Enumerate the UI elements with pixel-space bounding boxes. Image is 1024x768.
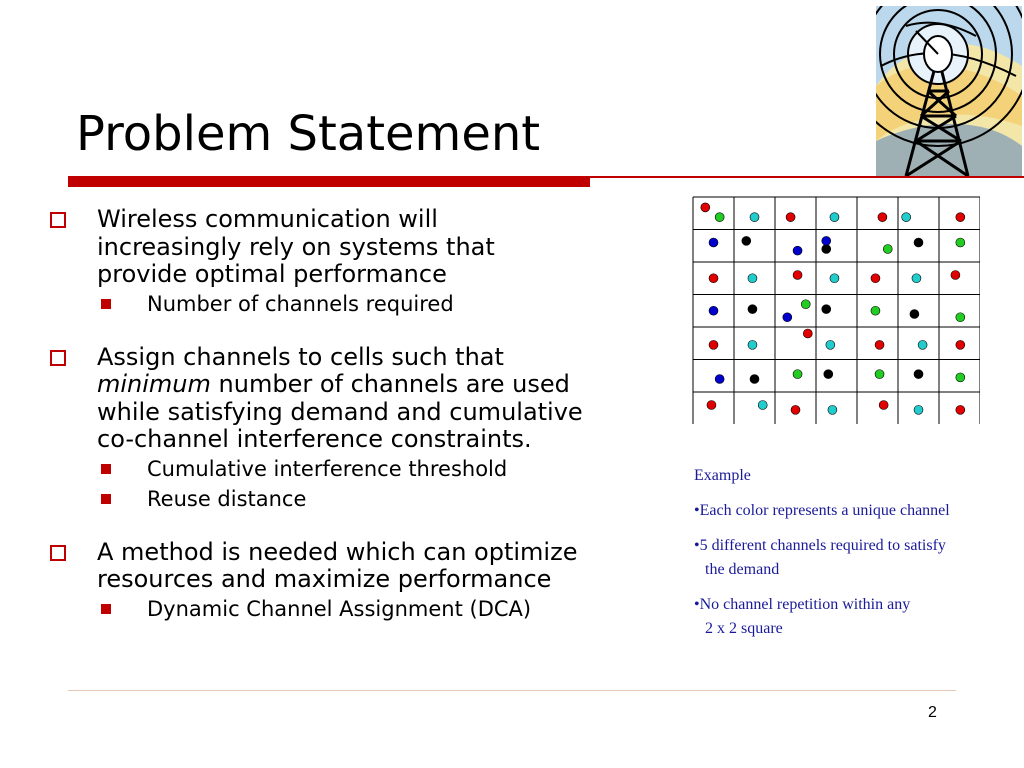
- channel-dot-g: [955, 237, 966, 248]
- bullet-2-line-1: Assign channels to cells such that: [97, 342, 504, 371]
- channel-dot-c: [829, 273, 840, 284]
- channel-dot-k: [747, 304, 758, 314]
- page-number: 2: [928, 704, 937, 721]
- bullet-3-line-1: A method is needed which can optimize: [97, 537, 578, 566]
- example-item-2: •5 different channels required to satisf…: [694, 537, 946, 578]
- channel-dot-r: [877, 212, 888, 222]
- footer-divider: [68, 690, 956, 691]
- channel-dot-k: [913, 237, 924, 248]
- channel-grid-svg: [692, 196, 981, 425]
- channel-dot-c: [913, 405, 924, 415]
- channel-dot-b: [782, 312, 793, 323]
- slide-title: Problem Statement: [76, 106, 541, 162]
- channel-dot-c: [827, 405, 838, 415]
- bullet-1: Wireless communication will increasingly…: [46, 205, 686, 289]
- channel-dot-r: [950, 270, 961, 280]
- channel-dot-b: [708, 237, 719, 248]
- channel-dot-g: [874, 369, 885, 379]
- channel-dot-b: [714, 374, 725, 384]
- channel-dot-c: [747, 340, 758, 350]
- radio-tower-icon: [876, 6, 1022, 176]
- channel-dot-c: [757, 400, 768, 410]
- channel-dot-r: [785, 212, 796, 222]
- channel-dot-r: [955, 340, 966, 350]
- channel-dot-r: [700, 202, 711, 213]
- example-heading: Example: [694, 467, 751, 484]
- title-underline-thin: [590, 176, 1024, 178]
- channel-dot-k: [823, 369, 834, 379]
- bullet-list: Wireless communication will increasingly…: [46, 205, 686, 624]
- sub-bullet-3-1: Dynamic Channel Assignment (DCA): [46, 594, 686, 624]
- bullet-2-line-3: while satisfying demand and cumulative: [97, 397, 583, 426]
- filled-square-bullet-icon: [101, 603, 111, 614]
- channel-dot-k: [821, 244, 832, 254]
- bullet-3: A method is needed which can optimize re…: [46, 537, 686, 594]
- filled-square-bullet-icon: [101, 493, 111, 504]
- title-underline-thick: [68, 176, 590, 187]
- channel-dot-c: [901, 212, 911, 222]
- channel-dot-k: [741, 236, 752, 246]
- channel-dot-r: [708, 273, 719, 284]
- channel-dot-k: [913, 369, 924, 379]
- channel-dot-k: [821, 304, 832, 314]
- channel-dot-c: [917, 340, 928, 350]
- bullet-1-line-1: Wireless communication will: [97, 205, 438, 233]
- channel-dot-b: [708, 305, 719, 316]
- channel-grid: [690, 196, 981, 425]
- channel-dot-g: [955, 372, 966, 383]
- channel-dot-g: [882, 244, 893, 254]
- hollow-square-bullet-icon: [50, 544, 66, 561]
- bullet-2: Assign channels to cells such that minim…: [46, 342, 686, 454]
- channel-dot-k: [909, 309, 920, 319]
- sub-bullet-1-1: Number of channels required: [46, 289, 686, 319]
- channel-dot-c: [829, 212, 840, 222]
- channel-dot-r: [792, 270, 803, 280]
- channel-dot-r: [708, 340, 719, 350]
- channel-dot-g: [955, 312, 966, 323]
- channel-dot-r: [790, 405, 801, 415]
- example-caption: Example •Each color represents a unique …: [694, 464, 1022, 652]
- channel-dot-b: [792, 245, 803, 256]
- channel-dot-r: [955, 405, 966, 415]
- channel-dot-r: [874, 340, 885, 350]
- channel-dot-g: [792, 369, 803, 379]
- channel-dot-r: [955, 212, 966, 222]
- channel-dot-g: [800, 299, 811, 310]
- channel-dot-c: [825, 340, 836, 350]
- example-item-1: •Each color represents a unique channel: [694, 502, 950, 519]
- bullet-1-line-3: provide optimal performance: [97, 260, 447, 288]
- emphasis-minimum: minimum: [97, 370, 211, 398]
- channel-dot-k: [749, 374, 760, 384]
- channel-dot-c: [747, 273, 758, 284]
- filled-square-bullet-icon: [101, 298, 111, 309]
- hollow-square-bullet-icon: [50, 349, 66, 366]
- channel-dot-g: [714, 212, 725, 222]
- bullet-1-line-2: increasingly rely on systems that: [97, 232, 495, 261]
- channel-dot-r: [878, 400, 889, 410]
- channel-dot-b: [821, 236, 832, 246]
- channel-dot-r: [803, 328, 813, 339]
- bullet-3-line-2: resources and maximize performance: [97, 565, 552, 593]
- bullet-2-line-4: co-channel interference constraints.: [97, 425, 532, 453]
- channel-dot-r: [706, 400, 717, 410]
- bullet-2-line-2: minimum number of channels are used: [97, 370, 570, 398]
- channel-dot-g: [870, 305, 881, 316]
- channel-dot-c: [911, 273, 922, 284]
- sub-bullet-2-2: Reuse distance: [46, 484, 686, 514]
- sub-bullet-2-1: Cumulative interference threshold: [46, 454, 686, 484]
- filled-square-bullet-icon: [101, 463, 111, 474]
- hollow-square-bullet-icon: [50, 212, 66, 228]
- channel-dot-r: [870, 273, 881, 284]
- channel-dot-c: [749, 212, 760, 222]
